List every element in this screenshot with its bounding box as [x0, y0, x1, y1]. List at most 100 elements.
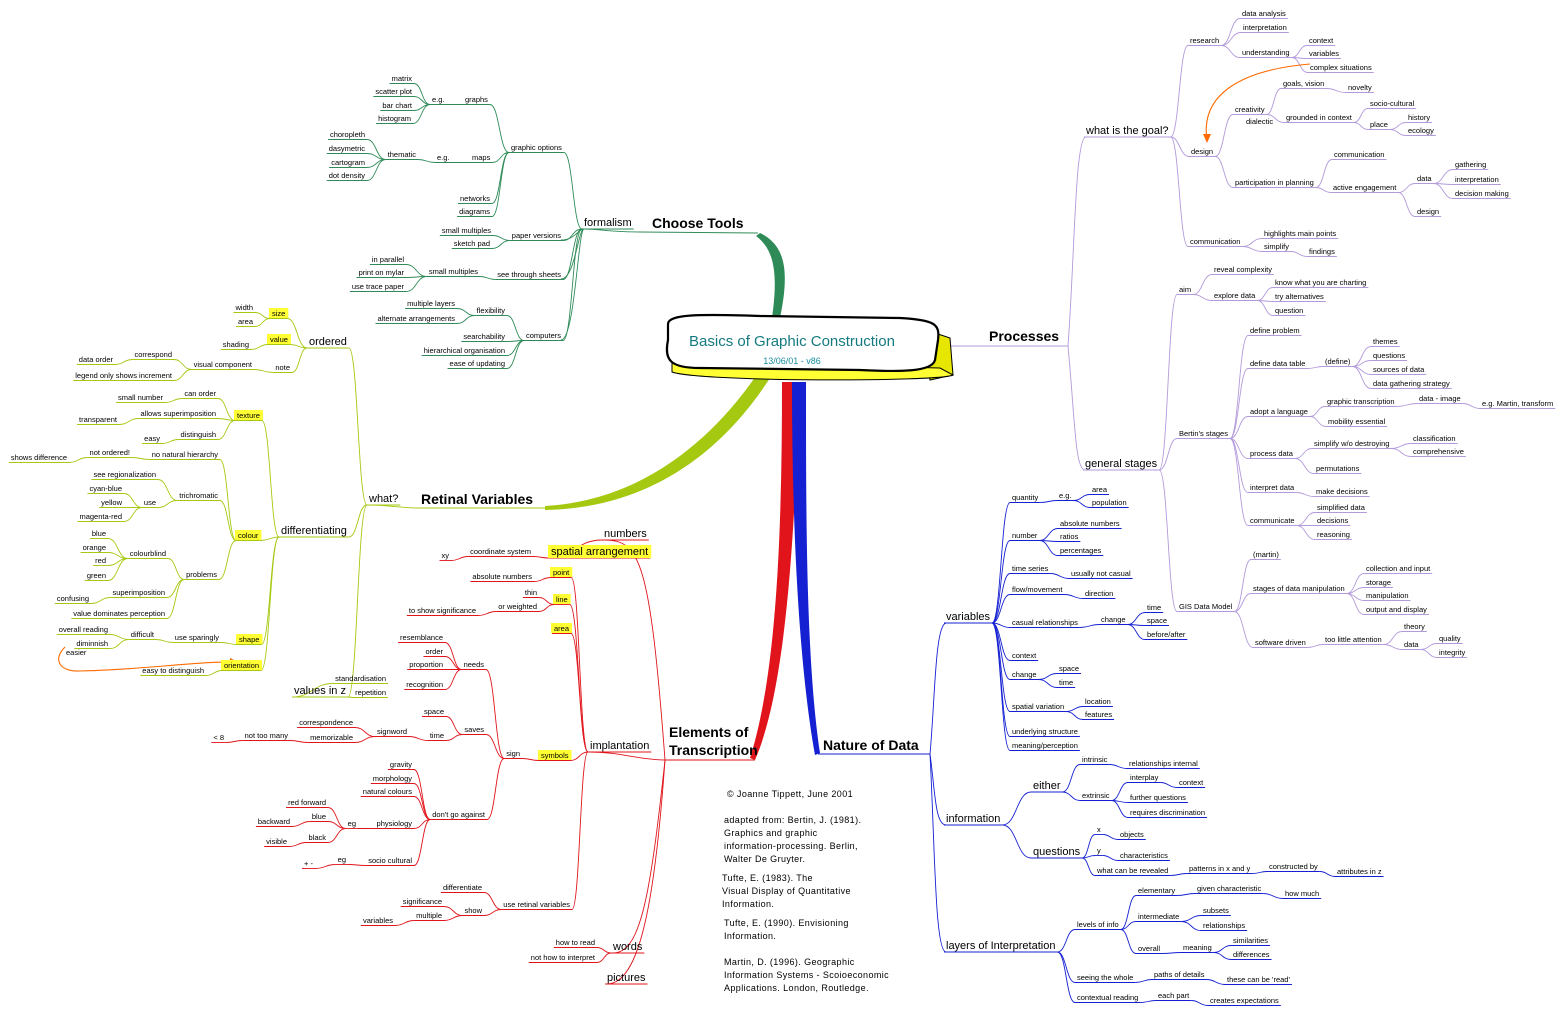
node-p27[interactable]: communication: [1190, 237, 1240, 246]
node-e20[interactable]: saves: [464, 725, 484, 734]
node-e3[interactable]: coordinate system: [470, 547, 531, 556]
node-n20[interactable]: change: [1012, 670, 1037, 679]
node-p40[interactable]: define data table: [1250, 359, 1305, 368]
node-e12[interactable]: implantation: [590, 740, 649, 752]
node-e16[interactable]: resemblance: [400, 633, 443, 642]
node-e1[interactable]: numbers: [604, 528, 647, 540]
node-e48[interactable]: words: [612, 941, 643, 953]
node-n22[interactable]: time: [1059, 678, 1073, 687]
node-n14[interactable]: casual relationships: [1012, 618, 1078, 627]
node-p19[interactable]: participation in planning: [1235, 178, 1314, 187]
node-r37[interactable]: superimposition: [112, 588, 165, 597]
node-r41[interactable]: use sparingly: [175, 633, 219, 642]
node-n31[interactable]: relationships internal: [1129, 759, 1198, 768]
node-n35[interactable]: further questions: [1130, 793, 1186, 802]
node-p63[interactable]: (martin): [1253, 550, 1279, 559]
node-p14[interactable]: grounded in context: [1286, 113, 1353, 122]
node-e7[interactable]: line: [556, 595, 568, 604]
node-e38[interactable]: visible: [266, 837, 287, 846]
node-p61[interactable]: reasoning: [1317, 530, 1350, 539]
node-t8[interactable]: histogram: [378, 114, 411, 123]
node-r19[interactable]: distinguish: [181, 430, 216, 439]
node-r15[interactable]: small number: [118, 393, 164, 402]
node-e26[interactable]: not too many: [245, 731, 289, 740]
node-e33[interactable]: eg: [348, 819, 356, 828]
node-r21[interactable]: no natural hierarchy: [152, 450, 219, 459]
node-n16[interactable]: time: [1147, 603, 1161, 612]
node-r25[interactable]: trichromatic: [179, 491, 218, 500]
node-p46[interactable]: adopt a language: [1250, 407, 1308, 416]
node-n10[interactable]: time series: [1012, 564, 1049, 573]
node-p25[interactable]: decision making: [1455, 189, 1509, 198]
node-e14[interactable]: sign: [506, 749, 520, 758]
node-n13[interactable]: direction: [1085, 589, 1113, 598]
node-n59[interactable]: paths of details: [1154, 970, 1205, 979]
node-n21[interactable]: space: [1059, 664, 1079, 673]
node-p50[interactable]: mobility essential: [1328, 417, 1385, 426]
node-t3[interactable]: graphs: [465, 95, 488, 104]
node-r23[interactable]: shows difference: [11, 453, 67, 462]
node-n8[interactable]: ratios: [1060, 532, 1079, 541]
node-r17[interactable]: allows superimposition: [141, 409, 216, 418]
node-e37[interactable]: black: [308, 833, 326, 842]
node-e18[interactable]: proportion: [409, 660, 443, 669]
node-t10[interactable]: e.g.: [437, 153, 450, 162]
node-p8[interactable]: complex situations: [1310, 63, 1372, 72]
node-t31[interactable]: hierarchical organisation: [424, 346, 505, 355]
node-e45[interactable]: significance: [403, 897, 442, 906]
node-n50[interactable]: how much: [1285, 889, 1319, 898]
node-p7[interactable]: variables: [1309, 49, 1339, 58]
node-e42[interactable]: use retinal variables: [503, 900, 570, 909]
node-n45[interactable]: attributes in z: [1337, 867, 1382, 876]
node-e21[interactable]: space: [424, 707, 444, 716]
node-r28[interactable]: cyan-blue: [89, 484, 122, 493]
node-r29[interactable]: yellow: [101, 498, 122, 507]
node-p37[interactable]: question: [1275, 306, 1303, 315]
node-n26[interactable]: underlying structure: [1012, 727, 1078, 736]
node-n19[interactable]: context: [1012, 651, 1037, 660]
node-t30[interactable]: searchability: [463, 332, 505, 341]
node-r14[interactable]: texture: [237, 411, 260, 420]
branch-tools-label[interactable]: Choose Tools: [652, 215, 744, 231]
node-r42[interactable]: difficult: [131, 630, 155, 639]
node-r10[interactable]: correspond: [134, 350, 172, 359]
node-e8[interactable]: thin: [525, 588, 537, 597]
node-t5[interactable]: matrix: [392, 74, 413, 83]
node-n60[interactable]: these can be 'read': [1227, 975, 1290, 984]
node-p5[interactable]: understanding: [1242, 48, 1290, 57]
node-n39[interactable]: objects: [1120, 830, 1144, 839]
node-p1[interactable]: what is the goal?: [1085, 125, 1169, 137]
node-r36[interactable]: green: [87, 571, 106, 580]
node-p67[interactable]: manipulation: [1366, 591, 1409, 600]
node-p32[interactable]: aim: [1179, 285, 1191, 294]
node-n17[interactable]: space: [1147, 616, 1167, 625]
node-r8[interactable]: note: [275, 363, 290, 372]
node-n23[interactable]: spatial variation: [1012, 702, 1064, 711]
node-p34[interactable]: explore data: [1214, 291, 1256, 300]
node-p30[interactable]: findings: [1309, 247, 1335, 256]
node-e44[interactable]: show: [464, 906, 482, 915]
node-p51[interactable]: process data: [1250, 449, 1294, 458]
node-p60[interactable]: decisions: [1317, 516, 1349, 525]
node-t2[interactable]: graphic options: [511, 143, 562, 152]
node-e29[interactable]: gravity: [390, 760, 412, 769]
node-e11[interactable]: area: [554, 624, 570, 633]
node-t18[interactable]: paper versions: [512, 231, 561, 240]
node-r16[interactable]: can order: [184, 389, 216, 398]
node-r9[interactable]: visual component: [194, 360, 253, 369]
node-t20[interactable]: sketch pad: [454, 239, 490, 248]
node-p71[interactable]: theory: [1404, 622, 1425, 631]
node-n36[interactable]: requires discrimination: [1130, 808, 1205, 817]
node-r7[interactable]: shading: [223, 340, 249, 349]
node-t21[interactable]: see through sheets: [497, 270, 561, 279]
node-t7[interactable]: bar chart: [382, 101, 413, 110]
node-p62[interactable]: GIS Data Model: [1179, 602, 1233, 611]
node-t26[interactable]: computers: [526, 331, 561, 340]
node-n62[interactable]: each part: [1158, 991, 1190, 1000]
node-p55[interactable]: permutations: [1316, 464, 1360, 473]
node-p16[interactable]: place: [1370, 120, 1388, 129]
node-p52[interactable]: simplify w/o destroying: [1314, 439, 1389, 448]
branch-retinal-label[interactable]: Retinal Variables: [421, 491, 533, 507]
node-t1[interactable]: formalism: [584, 217, 632, 229]
node-n41[interactable]: characteristics: [1120, 851, 1168, 860]
